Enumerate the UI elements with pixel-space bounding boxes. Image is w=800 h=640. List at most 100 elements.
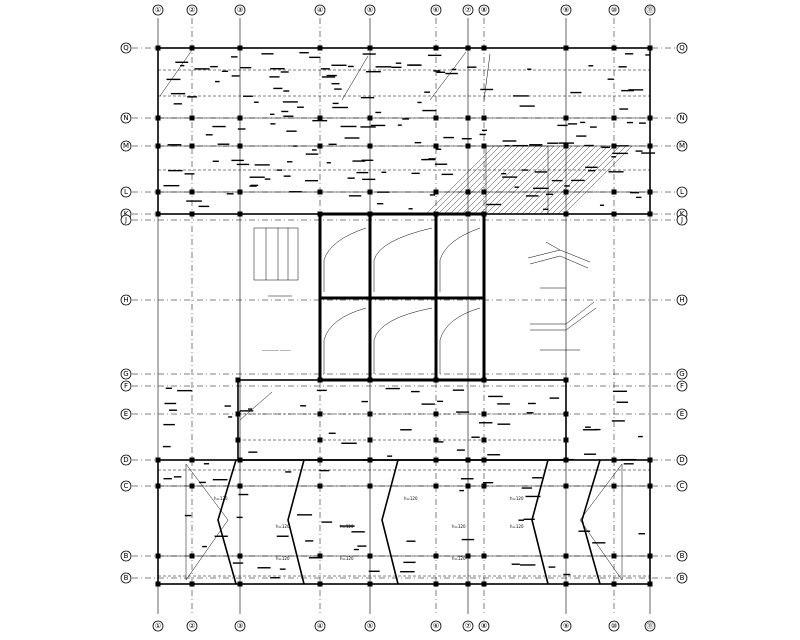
column [611, 189, 617, 195]
annotation-mark [532, 477, 543, 479]
axis-bubble [186, 620, 198, 632]
annotation-mark [348, 195, 362, 197]
hatch-line [515, 145, 585, 215]
column [189, 211, 195, 217]
annotation-mark [328, 143, 337, 146]
annotation-mark [638, 533, 645, 535]
column [647, 483, 653, 489]
annotation-mark [387, 455, 393, 457]
axis-bubble [462, 4, 474, 16]
column [481, 377, 487, 383]
annotation-mark [270, 577, 280, 579]
column [611, 553, 617, 559]
annotation-mark [615, 145, 629, 147]
annotation-mark [170, 92, 186, 95]
axis-label: ⑩ [611, 6, 617, 14]
annotation-mark [287, 161, 293, 163]
axis-bubble [120, 408, 132, 420]
axis-label: G [679, 370, 684, 378]
annotation-mark [616, 401, 629, 403]
axis-label: J [680, 216, 683, 224]
axis-bubble [152, 4, 164, 16]
column [433, 189, 439, 195]
annotation-mark [557, 124, 568, 127]
annotation-mark [261, 53, 274, 55]
annotation-mark [512, 144, 528, 147]
slab-label: h=120 [214, 496, 228, 501]
column [367, 483, 373, 489]
annotation-mark [497, 403, 510, 405]
column [433, 553, 439, 559]
annotation-mark [551, 179, 563, 182]
annotation-mark [328, 432, 336, 434]
axis-label: G [123, 370, 128, 378]
hatch-line [425, 145, 495, 215]
annotation-mark [163, 184, 180, 187]
axis-bubble [120, 550, 132, 562]
column [189, 45, 195, 51]
annotation-mark [512, 95, 529, 97]
annotation-mark [443, 136, 454, 139]
axis-bubble [608, 620, 620, 632]
axis-label: E [680, 410, 684, 418]
axis-bubble [234, 620, 246, 632]
axis-label: Q [679, 44, 685, 52]
annotation-mark [232, 562, 244, 564]
column [465, 553, 471, 559]
annotation-mark [483, 481, 494, 484]
annotation-mark [320, 68, 330, 70]
annotation-mark [630, 191, 640, 194]
column [433, 437, 439, 443]
column [155, 143, 161, 149]
column [647, 211, 653, 217]
axis-bubble [644, 620, 656, 632]
annotation-mark [331, 64, 347, 66]
annotation-mark [280, 71, 289, 73]
annotation-mark [326, 74, 337, 77]
column [481, 115, 487, 121]
hatch-line [563, 145, 633, 215]
axis-label: D [679, 456, 684, 464]
columns [155, 45, 653, 587]
annotation-mark [297, 514, 313, 516]
column [237, 483, 243, 489]
axis-bubble [676, 42, 688, 54]
slab-label: h=120 [404, 496, 418, 501]
column [611, 581, 617, 587]
annotation-mark [456, 411, 470, 413]
annotation-mark [543, 208, 549, 211]
annotation-mark [402, 118, 409, 120]
annotation-mark [547, 142, 559, 144]
annotation-mark [585, 166, 598, 169]
annotation-mark [560, 458, 575, 461]
annotation-mark [497, 423, 511, 425]
column [563, 377, 569, 383]
annotation-mark [356, 171, 369, 174]
annotation-mark [461, 138, 472, 140]
annotation-mark [199, 481, 206, 484]
column [317, 189, 323, 195]
annotation-mark [511, 563, 520, 565]
hatch-line [503, 145, 573, 215]
annotation-mark [368, 570, 380, 572]
column [367, 45, 373, 51]
hatch-line [461, 145, 531, 215]
column [481, 553, 487, 559]
axis-label: ③ [237, 622, 243, 630]
annotation-mark [580, 121, 586, 124]
annotation-mark [236, 163, 250, 166]
axis-label: B [124, 574, 129, 582]
column [433, 377, 439, 383]
column [367, 377, 373, 383]
annotation-mark [326, 162, 331, 164]
hatch-line [431, 145, 501, 215]
column [237, 457, 243, 463]
annotation-mark [212, 125, 226, 128]
annotation-mark [226, 193, 234, 195]
axis-bubble [676, 454, 688, 466]
column [317, 115, 323, 121]
axis-label: H [679, 296, 684, 304]
column [237, 189, 243, 195]
column [563, 411, 569, 417]
annotation-mark [344, 137, 360, 139]
